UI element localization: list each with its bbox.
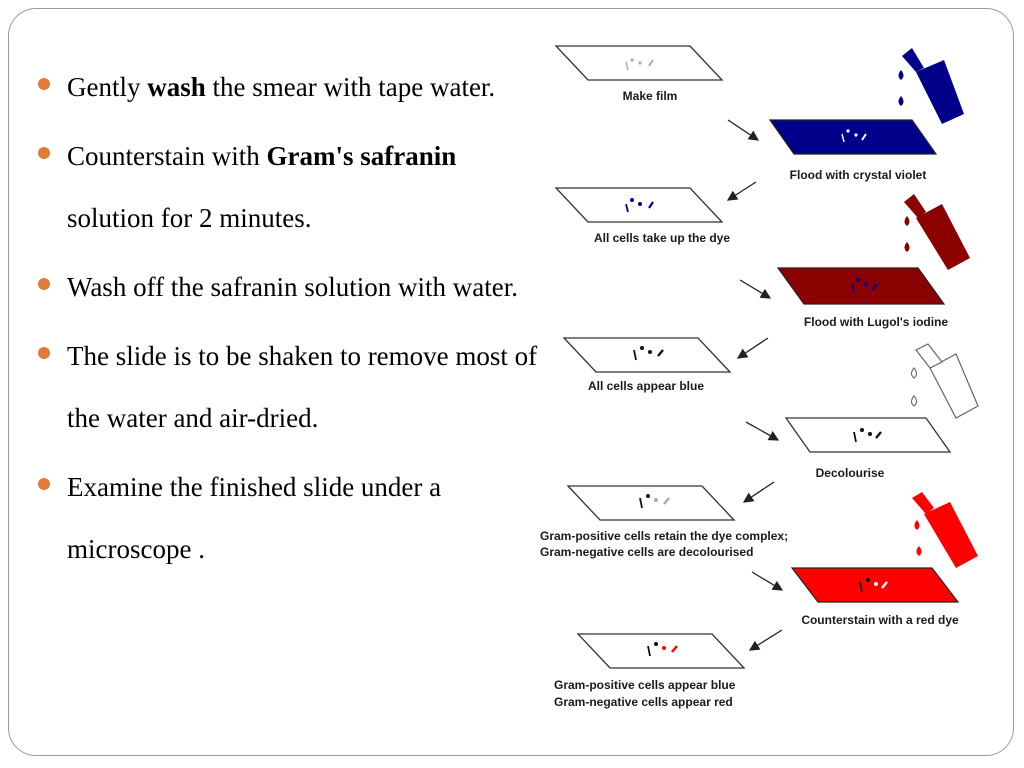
caption-decolourise: Decolourise xyxy=(816,466,885,480)
slide-frame xyxy=(8,8,1014,756)
bullet-text: The slide is to be shaken to remove most… xyxy=(67,341,537,433)
bullet-text: Counterstain with Gram's safranin soluti… xyxy=(67,141,456,233)
text-run: Gently xyxy=(67,72,148,102)
bold-term: Gram's safranin xyxy=(266,141,457,171)
text-run: Counterstain with xyxy=(67,141,267,171)
slide-all-blue xyxy=(562,337,732,373)
bullet-dot-icon xyxy=(38,478,50,490)
bullet-item: Examine the finished slide under a micro… xyxy=(38,456,538,580)
bullet-dot-icon xyxy=(38,347,50,359)
caption-final-1: Gram-positive cells appear blue xyxy=(554,678,736,692)
caption-flood-crystal-violet: Flood with crystal violet xyxy=(790,168,927,182)
text-run: the smear with tape water. xyxy=(205,72,496,102)
bullet-text: Gently wash the smear with tape water. xyxy=(67,72,495,102)
caption-flood-lugol: Flood with Lugol's iodine xyxy=(804,315,948,329)
slide-differentiated xyxy=(566,485,736,521)
bullet-item: Counterstain with Gram's safranin soluti… xyxy=(38,125,538,249)
arrow xyxy=(745,421,780,441)
bullet-dot-icon xyxy=(38,78,50,90)
caption-retain-1: Gram-positive cells retain the dye compl… xyxy=(540,529,788,543)
slide-final xyxy=(576,633,746,669)
arrow xyxy=(727,119,760,141)
text-run: Wash off the safranin solution with wate… xyxy=(67,272,518,302)
text-run: The slide is to be shaken to remove most… xyxy=(67,341,538,433)
bullet-item: Wash off the safranin solution with wate… xyxy=(38,256,538,318)
bold-term: wash xyxy=(147,72,206,102)
caption-retain-2: Gram-negative cells are decolourised xyxy=(540,545,753,559)
slide-decolourise xyxy=(784,417,952,453)
caption-make-film: Make film xyxy=(623,89,678,103)
lugol-iodine-bottle-icon xyxy=(904,194,970,279)
arrow xyxy=(726,181,757,201)
slide-make-film xyxy=(554,45,724,81)
text-run: Examine the finished slide under a micro… xyxy=(67,472,442,564)
bullet-dot-icon xyxy=(38,278,50,290)
arrow xyxy=(748,629,783,651)
slide-all-take-dye xyxy=(554,187,724,223)
arrow xyxy=(739,279,772,299)
slide-counterstain-red xyxy=(790,567,960,603)
bullet-dot-icon xyxy=(38,147,50,159)
caption-counterstain-red: Counterstain with a red dye xyxy=(801,613,959,627)
slide-lugol xyxy=(776,267,946,305)
arrow xyxy=(751,571,784,591)
caption-all-take-dye: All cells take up the dye xyxy=(594,231,730,245)
slide-crystal-violet xyxy=(768,119,938,155)
bullet-item: Gently wash the smear with tape water. xyxy=(38,56,538,118)
text-run: solution for 2 minutes. xyxy=(67,203,312,233)
bullet-text: Wash off the safranin solution with wate… xyxy=(67,272,518,302)
bullet-list: Gently wash the smear with tape water. C… xyxy=(38,56,538,587)
arrow xyxy=(736,337,769,359)
gram-stain-diagram: Make film Flood with crystal violet All … xyxy=(540,45,979,709)
arrow xyxy=(742,481,775,503)
caption-all-blue: All cells appear blue xyxy=(588,379,704,393)
decolouriser-bottle-icon xyxy=(910,343,979,433)
bullet-item: The slide is to be shaken to remove most… xyxy=(38,325,538,449)
caption-final-2: Gram-negative cells appear red xyxy=(554,695,733,709)
bullet-text: Examine the finished slide under a micro… xyxy=(67,472,441,564)
